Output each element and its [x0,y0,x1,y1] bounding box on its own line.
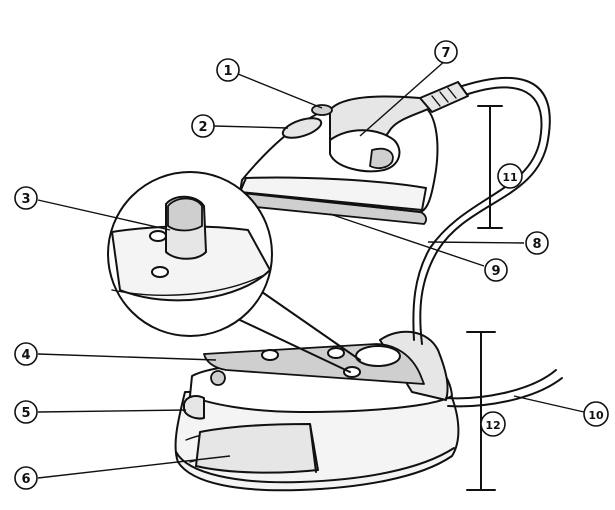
connector-rib-3 [447,87,457,99]
leader-4 [37,353,217,361]
callout-2-label: 2 [198,120,207,135]
callout-5-label: 5 [21,406,30,421]
inset-hole-2 [151,266,169,278]
callout-9-label: 9 [491,264,500,279]
callout-6: 6 [14,466,38,490]
mains-cord-outer [445,369,557,400]
leader-8 [427,241,525,244]
dial-mark [369,147,394,169]
callout-10: 10 [583,401,609,427]
callout-2: 2 [191,114,215,138]
callout-4-label: 4 [21,348,30,363]
callouts: 1 2 3 4 5 6 7 8 [14,40,609,490]
callout-3-label: 3 [21,192,30,207]
inset-lock-top [167,197,203,232]
release-button [183,395,205,420]
base-rim [175,447,455,484]
callout-7: 7 [434,40,458,64]
callout-11-circle [497,163,523,189]
callout-11: 11 [497,163,523,189]
leader-7 [359,59,447,137]
iron-side-panel [239,176,427,211]
callout-1: 1 [216,58,240,82]
connector-rib-2 [439,91,449,103]
callout-5-circle [14,400,38,424]
callout-1-circle [216,58,240,82]
callout-12-label: 12 [485,419,500,432]
callout-10-label: 10 [588,409,604,422]
leader-1 [237,73,323,109]
control-button [311,104,333,116]
rest-pad-4 [355,345,401,367]
callout-4-circle [14,342,38,366]
callout-5: 5 [14,400,38,424]
callout-11-label: 11 [502,171,517,184]
callout-12-circle [480,411,506,437]
leader-3 [37,199,171,231]
leader-10 [513,395,585,413]
tank-seam [309,423,317,473]
leader-9 [329,213,485,267]
callout-12: 12 [480,411,506,437]
callout-2-circle [191,114,215,138]
rest-pad-2 [327,347,345,359]
steam-trigger [281,117,323,139]
water-tank [195,423,319,474]
callout-3-circle [14,186,38,210]
callout-1-label: 1 [223,64,232,79]
callout-7-circle [434,40,458,64]
leader-6 [37,455,231,479]
callout-8-circle [525,231,549,255]
front-knob [210,370,226,386]
callout-3: 3 [14,186,38,210]
callout-7-label: 7 [441,46,450,61]
inset-connector-1 [261,291,361,361]
steam-iron [230,81,469,225]
hose-outer [419,76,551,345]
rest-pad-1 [261,349,279,361]
inset-rim-line [111,275,263,296]
callout-10-circle [583,401,609,427]
base-station [174,330,460,492]
callout-6-label: 6 [21,472,30,487]
callout-9: 9 [484,258,508,282]
leader-2 [213,125,289,129]
callout-9-circle [484,258,508,282]
callout-6-circle [14,466,38,490]
leader-5 [37,409,187,413]
callout-8-label: 8 [532,237,541,252]
rest-pad-3 [343,366,361,378]
leader-lines [37,59,585,479]
detail-inset [107,171,361,373]
mains-cord-inner [447,377,563,408]
connector-rib-1 [431,95,441,107]
inset-hole-1 [149,230,167,242]
dimension-markers [466,105,503,491]
callout-4: 4 [14,342,38,366]
callout-8: 8 [525,231,549,255]
